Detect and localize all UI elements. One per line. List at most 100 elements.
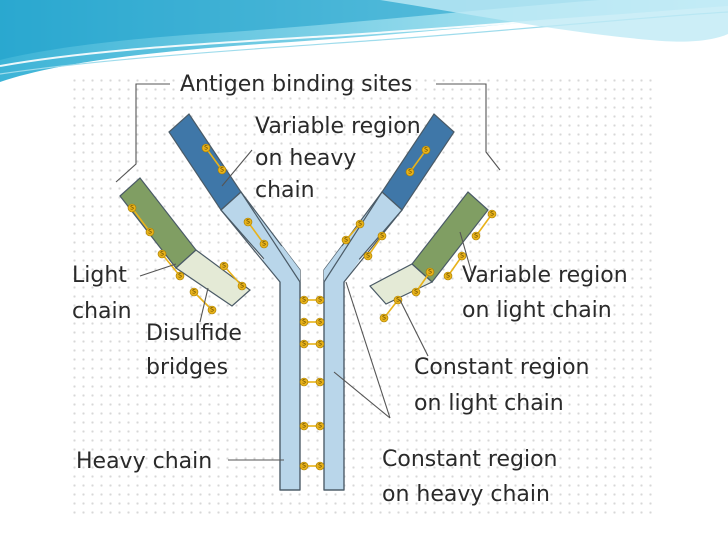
- sulfur-atom-label: S: [318, 423, 322, 430]
- disulfide-bond: SS: [219, 261, 247, 291]
- sulfur-atom-label: S: [302, 423, 306, 430]
- sulfur-atom-label: S: [474, 233, 478, 240]
- label-constant-region-light-line1: Constant region: [414, 355, 589, 380]
- sulfur-atom: [421, 145, 431, 155]
- sulfur-atom: [405, 167, 415, 177]
- label-variable-region-light-line2: on light chain: [462, 298, 612, 323]
- sulfur-atom-label: S: [408, 169, 412, 176]
- sulfur-atom: [411, 287, 421, 297]
- sulfur-atom-label: S: [246, 219, 250, 226]
- sulfur-atom: [315, 421, 325, 431]
- label-variable-region-heavy-line1: Variable region: [255, 114, 421, 139]
- sulfur-atom-label: S: [382, 315, 386, 322]
- label-constant-region-light-line2: on light chain: [414, 391, 564, 416]
- sulfur-atom-label: S: [318, 319, 322, 326]
- sulfur-atom: [425, 267, 435, 277]
- sulfur-atom-label: S: [262, 241, 266, 248]
- sulfur-atom: [471, 231, 481, 241]
- sulfur-atom-label: S: [210, 307, 214, 314]
- sulfur-atom: [175, 271, 185, 281]
- label-variable-region-heavy-line2: on heavy: [255, 146, 356, 171]
- sulfur-atom-label: S: [490, 211, 494, 218]
- disulfide-bond: SS: [411, 267, 435, 297]
- sulfur-atom-label: S: [318, 297, 322, 304]
- leader-light-chain: [139, 263, 177, 277]
- sulfur-atom-label: S: [358, 221, 362, 228]
- sulfur-atom: [299, 317, 309, 327]
- leader-constant-heavy-a: [345, 281, 391, 419]
- diagram-panel: [70, 76, 652, 514]
- leader-constant-light: [399, 299, 429, 357]
- sulfur-atom-label: S: [446, 273, 450, 280]
- disulfide-bond: SS: [443, 251, 467, 281]
- sulfur-atom-label: S: [302, 379, 306, 386]
- sulfur-atom: [207, 305, 217, 315]
- sulfur-atom: [189, 287, 199, 297]
- sulfur-atom: [377, 231, 387, 241]
- sulfur-atom: [219, 261, 229, 271]
- label-light-chain-line1: Light: [72, 263, 127, 288]
- sulfur-atom-label: S: [302, 341, 306, 348]
- label-antigen-binding-sites: Antigen binding sites: [180, 72, 412, 97]
- sulfur-atom: [157, 249, 167, 259]
- label-disulfide-bridges-line2: bridges: [146, 355, 228, 380]
- sulfur-atom-label: S: [302, 297, 306, 304]
- label-constant-region-heavy-line1: Constant region: [382, 447, 557, 472]
- sulfur-atom: [201, 143, 211, 153]
- sulfur-atom-label: S: [460, 253, 464, 260]
- sulfur-atom-label: S: [380, 233, 384, 240]
- sulfur-atom-label: S: [424, 147, 428, 154]
- sulfur-atom: [315, 461, 325, 471]
- sulfur-atom: [379, 313, 389, 323]
- sulfur-atom-label: S: [318, 379, 322, 386]
- sulfur-atom-label: S: [148, 229, 152, 236]
- sulfur-atom: [363, 251, 373, 261]
- disulfide-bond: SS: [127, 203, 155, 237]
- sulfur-atom: [443, 271, 453, 281]
- sulfur-atom: [341, 235, 351, 245]
- label-constant-region-heavy-line2: on heavy chain: [382, 482, 550, 507]
- disulfide-bond: SS: [363, 231, 387, 261]
- light-chain-right: [369, 191, 489, 305]
- sulfur-atom: [243, 217, 253, 227]
- antigen-sites-bracket-right: [436, 83, 501, 171]
- sulfur-atom-label: S: [192, 289, 196, 296]
- disulfide-bond: SS: [243, 217, 269, 249]
- sulfur-atom: [299, 339, 309, 349]
- disulfide-bond: SS: [379, 295, 403, 323]
- sulfur-atom-label: S: [318, 463, 322, 470]
- sulfur-atom: [355, 219, 365, 229]
- sulfur-atom: [217, 165, 227, 175]
- sulfur-atom-label: S: [220, 167, 224, 174]
- sulfur-atom-label: S: [344, 237, 348, 244]
- sulfur-atom: [237, 281, 247, 291]
- sulfur-atom-label: S: [240, 283, 244, 290]
- sulfur-atom-label: S: [414, 289, 418, 296]
- label-light-chain-line2: chain: [72, 299, 132, 324]
- sulfur-atom-label: S: [178, 273, 182, 280]
- heavy-chain-left-variable-segment: [168, 113, 242, 211]
- heavy-chain-right-stem: [323, 279, 345, 491]
- label-variable-region-heavy-line3: chain: [255, 178, 315, 203]
- sulfur-atom-label: S: [204, 145, 208, 152]
- sulfur-atom: [315, 339, 325, 349]
- sulfur-atom-label: S: [428, 269, 432, 276]
- leader-constant-heavy-b: [333, 371, 391, 419]
- leader-disulfide: [199, 287, 209, 323]
- sulfur-atom: [259, 239, 269, 249]
- leader-variable-light: [459, 231, 473, 275]
- sulfur-atom: [315, 317, 325, 327]
- sulfur-atom: [145, 227, 155, 237]
- leader-variable-heavy: [221, 149, 253, 187]
- sulfur-atom: [315, 295, 325, 305]
- sulfur-atom: [393, 295, 403, 305]
- sulfur-atom-label: S: [396, 297, 400, 304]
- sulfur-atom: [315, 377, 325, 387]
- label-variable-region-light-line1: Variable region: [462, 263, 628, 288]
